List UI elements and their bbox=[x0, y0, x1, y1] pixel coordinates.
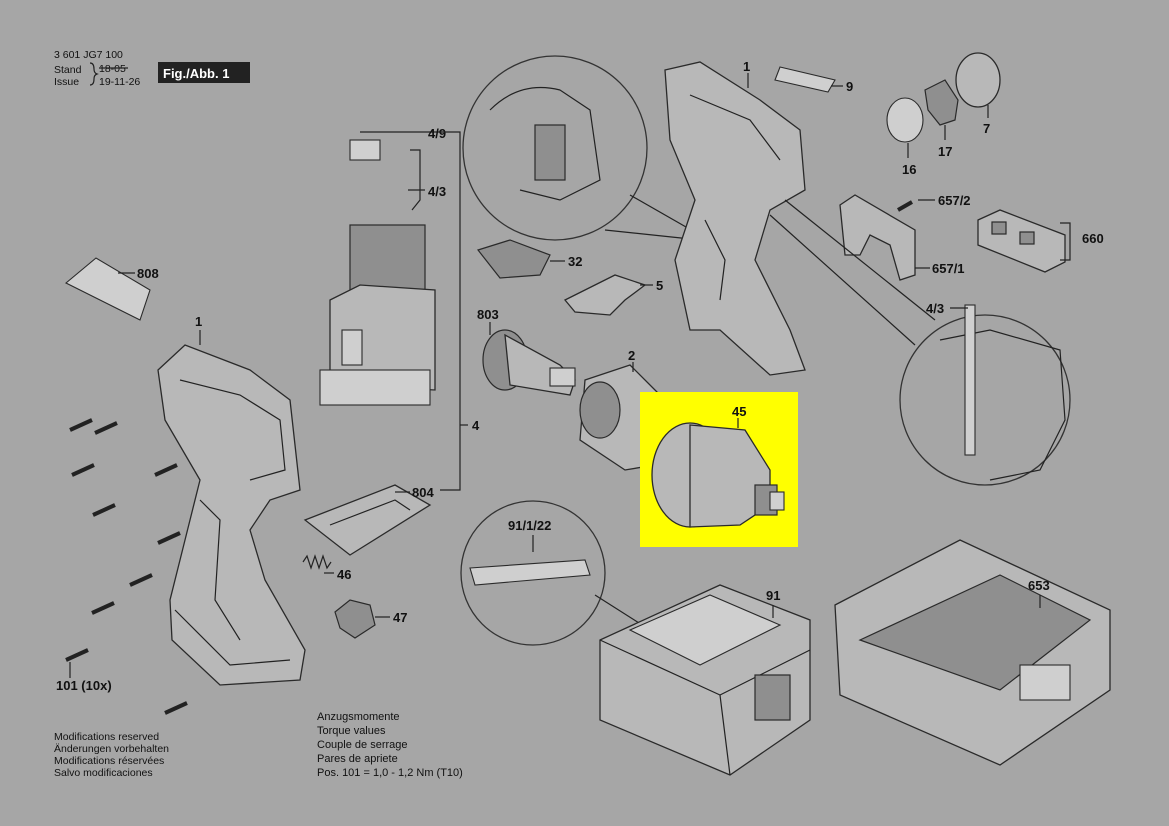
part-657-1-belt-clip bbox=[839, 194, 916, 281]
screw bbox=[69, 418, 93, 432]
doc-number: 3 601 JG7 100 bbox=[54, 49, 123, 61]
label-5: 5 bbox=[656, 278, 663, 293]
torque-line-2: Torque values bbox=[317, 725, 386, 737]
label-91: 91 bbox=[766, 588, 780, 603]
cable-tie-detail bbox=[964, 304, 976, 456]
label-91-1-22: 91/1/22 bbox=[508, 518, 551, 533]
stand-date: 18-05 bbox=[99, 63, 126, 75]
label-7: 7 bbox=[983, 121, 990, 136]
part-4-electronics-assembly bbox=[319, 139, 436, 406]
label-32: 32 bbox=[568, 254, 582, 269]
part-46-spring bbox=[302, 554, 332, 570]
part-9-strip bbox=[774, 66, 836, 93]
torque-line-4: Pares de apriete bbox=[317, 753, 398, 765]
screw bbox=[71, 463, 95, 477]
screw bbox=[94, 421, 118, 435]
stand-label: Stand bbox=[54, 64, 82, 76]
label-803: 803 bbox=[477, 307, 499, 322]
battery-label-detail bbox=[469, 559, 591, 586]
screw bbox=[92, 503, 116, 517]
label-4-9: 4/9 bbox=[428, 126, 446, 141]
part-803-motor-rotor bbox=[482, 329, 576, 396]
fig-badge-bg bbox=[158, 62, 250, 83]
label-1-left: 1 bbox=[195, 314, 202, 329]
label-46: 46 bbox=[337, 567, 351, 582]
screws-101 bbox=[65, 418, 188, 715]
label-660: 660 bbox=[1082, 231, 1104, 246]
part-5-direction-switch bbox=[563, 274, 647, 316]
connector-detail bbox=[534, 124, 566, 181]
screw bbox=[129, 573, 153, 587]
label-45: 45 bbox=[732, 404, 746, 419]
part-47-knob bbox=[334, 599, 376, 639]
part-45-gearbox bbox=[651, 422, 785, 528]
footer-line-3: Modifications réservées bbox=[54, 755, 164, 767]
label-16: 16 bbox=[902, 162, 916, 177]
label-804: 804 bbox=[412, 485, 434, 500]
part-660-bit-holder bbox=[977, 209, 1066, 273]
detail-circle-top bbox=[462, 55, 648, 241]
label-101: 101 (10x) bbox=[56, 678, 112, 693]
part-16-disc bbox=[886, 97, 924, 143]
screw bbox=[91, 601, 115, 615]
part-17-clip bbox=[924, 79, 959, 126]
label-657-2: 657/2 bbox=[938, 193, 971, 208]
torque-pos-line: Pos. 101 = 1,0 - 1,2 Nm (T10) bbox=[317, 767, 463, 779]
torque-line-3: Couple de serrage bbox=[317, 739, 408, 751]
screw bbox=[157, 531, 181, 545]
detail-circle-bottom bbox=[460, 500, 606, 646]
part-32-switch-slider bbox=[476, 239, 551, 279]
label-808: 808 bbox=[137, 266, 159, 281]
part-91-battery-pack bbox=[599, 584, 811, 776]
label-4: 4 bbox=[472, 418, 480, 433]
screw bbox=[164, 701, 188, 715]
screw bbox=[65, 648, 89, 662]
label-4-3-right: 4/3 bbox=[926, 301, 944, 316]
issue-date: 19-11-26 bbox=[99, 76, 140, 88]
part-657-2-screw bbox=[897, 200, 913, 212]
screw bbox=[154, 463, 178, 477]
part-804-plate bbox=[303, 484, 432, 556]
part-1-housing-left bbox=[157, 344, 306, 686]
footer-line-2: Änderungen vorbehalten bbox=[54, 743, 169, 755]
label-47: 47 bbox=[393, 610, 407, 625]
label-657-1: 657/1 bbox=[932, 261, 965, 276]
part-808-label-plate bbox=[65, 257, 151, 321]
torque-line-1: Anzugsmomente bbox=[317, 711, 400, 723]
fig-badge: Fig./Abb. 1 bbox=[163, 66, 229, 81]
part-1-housing-right bbox=[664, 61, 806, 376]
footer-line-1: Modifications reserved bbox=[54, 731, 159, 743]
part-653-charger bbox=[834, 539, 1111, 766]
detail-circle-right bbox=[899, 314, 1071, 486]
label-1-top: 1 bbox=[743, 59, 750, 74]
label-17: 17 bbox=[938, 144, 952, 159]
header-brace bbox=[89, 62, 99, 86]
label-9: 9 bbox=[846, 79, 853, 94]
part-7-cap bbox=[955, 52, 1001, 108]
footer-line-4: Salvo modificaciones bbox=[54, 767, 153, 779]
label-2: 2 bbox=[628, 348, 635, 363]
label-4-3-left: 4/3 bbox=[428, 184, 446, 199]
label-653: 653 bbox=[1028, 578, 1050, 593]
issue-label: Issue bbox=[54, 76, 79, 88]
